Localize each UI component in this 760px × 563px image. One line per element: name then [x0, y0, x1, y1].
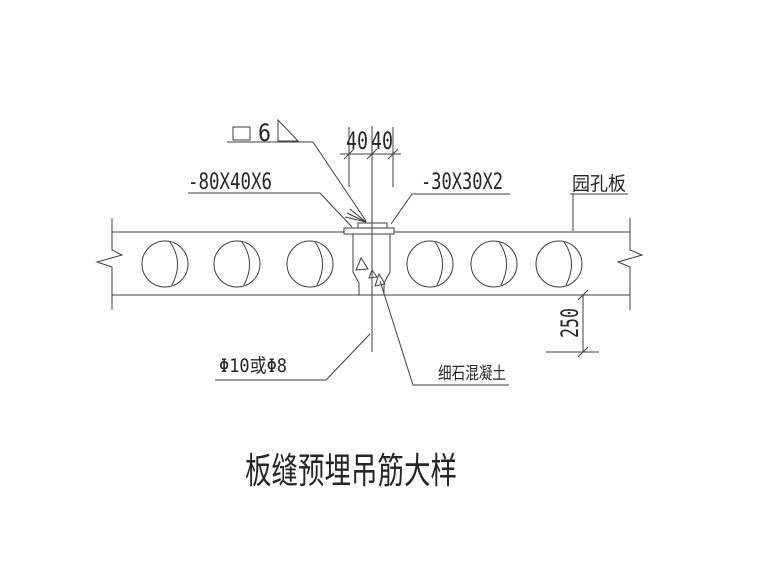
break-line-left [95, 218, 124, 310]
dim-250-text: 250 [556, 308, 584, 338]
fillet-weld-triangle-icon [277, 118, 300, 142]
hollow-core-hole [141, 240, 189, 288]
hollow-core-hole [213, 240, 261, 288]
weld-size-text: 6 [258, 119, 271, 147]
hollow-core-hole [535, 240, 583, 288]
drawing-title: 板缝预埋吊筋大样 [245, 451, 457, 492]
slab-outline [112, 231, 630, 296]
label-steel-plate-large: -80X40X6 [188, 170, 272, 195]
hollow-core-hole [470, 240, 518, 288]
label-steel-plate-small: -30X30X2 [421, 170, 503, 195]
break-line-right [616, 218, 644, 310]
dimension-40-40 [340, 127, 401, 187]
leader-hanger-bar [215, 333, 371, 381]
hollow-core-holes [141, 240, 583, 288]
leader-fine-concrete [379, 280, 509, 386]
weld-box-icon [232, 126, 251, 141]
label-hollow-core-slab: 园孔板 [572, 173, 626, 195]
hollow-core-hole [286, 240, 334, 288]
weld-leader-arrowhead [344, 208, 367, 223]
weld-leader-line [312, 141, 367, 222]
weld-symbol [227, 118, 367, 223]
hollow-core-hole [406, 240, 454, 288]
dim-40-left-text: 40 [346, 127, 368, 155]
dim-40-right-text: 40 [371, 127, 393, 155]
keyway-joint [352, 233, 391, 295]
dimension-250 [546, 289, 599, 358]
grout-symbol-triangles [355, 256, 386, 287]
label-hanger-bar: Φ10或Φ8 [219, 355, 287, 377]
leader-plate-30x30x2 [390, 193, 510, 225]
embed-plate-large [343, 227, 395, 235]
leader-plate-80x40x6 [188, 192, 353, 228]
leader-hollow-core-slab [570, 193, 628, 231]
label-fine-concrete: 细石混凝土 [438, 364, 506, 384]
